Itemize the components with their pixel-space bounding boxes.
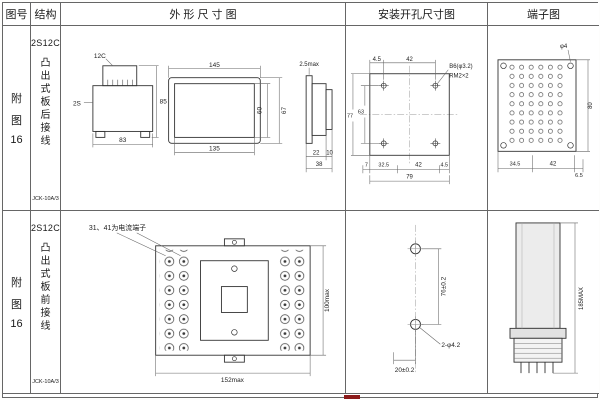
relay-profile-view bbox=[305, 75, 333, 144]
hole-crosshairs bbox=[407, 240, 424, 333]
left-terminal-block bbox=[159, 249, 189, 351]
terminal-board-drawing: φ4 34.5 42 6.5 80 bbox=[497, 44, 594, 179]
footer-stamp bbox=[344, 395, 360, 399]
outline-front-drawing: 31、41为电流端子 100max 152max bbox=[89, 223, 331, 384]
body-edge-lines bbox=[521, 222, 555, 329]
dimension-lines bbox=[393, 248, 442, 365]
fig-number: 16 bbox=[10, 134, 23, 146]
fig-number: 16 bbox=[10, 318, 23, 330]
centerlines bbox=[359, 65, 460, 166]
dim-total-height: 185MAX bbox=[579, 287, 585, 310]
terminal-board bbox=[497, 59, 577, 152]
relay-front-view bbox=[168, 77, 261, 144]
mounting-drawing-front: 76±0.2 2-φ4.2 20±0.2 bbox=[393, 224, 461, 374]
dim-height-outer: 77 bbox=[347, 113, 353, 119]
panel-cutout bbox=[369, 73, 450, 156]
dim-front-outer-w: 145 bbox=[209, 62, 220, 69]
header-terminal: 端子图 bbox=[488, 3, 599, 26]
header-mounting-label: 安装开孔尺寸图 bbox=[378, 9, 455, 21]
structure-cell-row2: 2S12C 凸出式板前接线 JCK-10A/3 bbox=[31, 211, 61, 394]
dim-height-inner: 63 bbox=[358, 110, 364, 116]
relay-side-profile-drawing: 185MAX bbox=[509, 222, 585, 374]
current-terminal-note: 31、41为电流端子 bbox=[89, 223, 146, 232]
right-terminal-block bbox=[277, 249, 307, 351]
dim-side-total: 38 bbox=[316, 162, 323, 168]
dim-front-inner-h: 60 bbox=[256, 107, 263, 115]
header-outline: 外 形 尺 寸 图 bbox=[61, 3, 346, 26]
series-label: JCK-10A/3 bbox=[32, 379, 59, 385]
dim-connector: 12C bbox=[94, 53, 106, 60]
terminal-cell-row1: φ4 34.5 42 6.5 80 bbox=[488, 26, 599, 211]
dim-bottom-total: 79 bbox=[406, 175, 413, 181]
screw-holes bbox=[231, 239, 238, 362]
dimension-lines bbox=[497, 49, 590, 173]
dim-bottom-d1: 7 bbox=[365, 163, 368, 169]
fig-char: 附 bbox=[11, 277, 22, 289]
dim-front-inner-w: 135 bbox=[209, 145, 220, 152]
model-label: 2S12C bbox=[31, 223, 61, 233]
dim-bottom-d2: 42 bbox=[550, 162, 557, 168]
structure-cell-row1: 2S12C 凸出式板后接线 JCK-10A/3 bbox=[31, 26, 61, 211]
series-label: JCK-10A/3 bbox=[32, 196, 59, 202]
dim-top-d2: 42 bbox=[406, 57, 413, 63]
dimension-lines bbox=[83, 58, 333, 173]
relay-rear-side-view bbox=[92, 65, 154, 138]
hole-spec-label: 2-φ4.2 bbox=[441, 342, 460, 349]
mounting-hole-marks bbox=[378, 80, 441, 149]
dim-bottom-d1: 34.5 bbox=[510, 162, 521, 168]
header-structure: 结构 bbox=[31, 3, 61, 26]
outline-cell-row2: 31、41为电流端子 100max 152max bbox=[61, 211, 346, 394]
mounting-cell-row1: 4.5 42 B6(φ3.2) RM2×2 77 63 7 32.5 42 4.… bbox=[346, 26, 488, 211]
terminal-block-hatch bbox=[514, 343, 562, 359]
header-outline-label: 外 形 尺 寸 图 bbox=[169, 9, 237, 21]
thread-spec-label: RM2×2 bbox=[449, 74, 469, 80]
header-structure-label: 结构 bbox=[34, 9, 57, 21]
dim-front-outer-h: 67 bbox=[281, 107, 288, 115]
mounting-drawing-rear: 4.5 42 B6(φ3.2) RM2×2 77 63 7 32.5 42 4.… bbox=[347, 57, 473, 185]
header-mounting: 安装开孔尺寸图 bbox=[346, 3, 488, 26]
dim-width: 152max bbox=[221, 377, 245, 384]
fig-char: 图 bbox=[11, 299, 22, 311]
dim-bottom-d2: 32.5 bbox=[378, 163, 389, 169]
hole-spec-label: B6(φ3.2) bbox=[449, 64, 472, 70]
dim-side-d1: 22 bbox=[313, 150, 320, 156]
terminal-cell-row2: 185MAX bbox=[488, 211, 599, 394]
dim-height: 85 bbox=[160, 99, 168, 106]
fig-char: 附 bbox=[11, 93, 22, 105]
terminal-grid bbox=[508, 63, 566, 147]
header-terminal-label: 端子图 bbox=[527, 9, 560, 21]
model-label: 2S12C bbox=[31, 38, 61, 48]
dim-bottom-d4: 4.5 bbox=[441, 163, 449, 169]
dim-hole-label: φ4 bbox=[560, 44, 568, 50]
dim-bottom-d3: 42 bbox=[415, 163, 422, 169]
fig-no-cell-row1: 附 图 16 bbox=[3, 26, 31, 211]
header-fig-no-label: 图号 bbox=[5, 9, 28, 21]
dimension-lines bbox=[350, 59, 450, 185]
outline-cell-row1: 12C 2S 83 85 145 135 60 67 2.5max 22 10 … bbox=[61, 26, 346, 211]
dimension-lines bbox=[553, 222, 578, 374]
dim-height: 100max bbox=[324, 288, 331, 312]
dim-body: 2S bbox=[73, 101, 82, 108]
terminal-pins bbox=[520, 362, 554, 374]
dim-side: 80 bbox=[588, 102, 594, 109]
relay-front-wiring-view bbox=[155, 238, 311, 363]
fig-char: 图 bbox=[11, 115, 22, 127]
header-fig-no: 图号 bbox=[3, 3, 31, 26]
dim-offset: 20±0.2 bbox=[395, 367, 415, 374]
mounting-cell-row2: 76±0.2 2-φ4.2 20±0.2 bbox=[346, 211, 488, 394]
structure-desc: 凸出式板后接线 bbox=[40, 58, 51, 147]
outline-rear-drawing: 12C 2S 83 85 145 135 60 67 2.5max 22 10 … bbox=[73, 53, 334, 173]
dim-top-d1: 4.5 bbox=[373, 57, 382, 63]
relay-body-side-view bbox=[509, 222, 567, 363]
fig-no-cell-row2: 附 图 16 bbox=[3, 211, 31, 394]
dim-bottom-d3: 6.5 bbox=[575, 173, 583, 179]
dim-width: 83 bbox=[119, 137, 127, 144]
board-corner-holes bbox=[500, 62, 574, 149]
dim-side-d2: 10 bbox=[326, 150, 333, 156]
dimension-lines bbox=[116, 232, 327, 377]
structure-desc: 凸出式板前接线 bbox=[40, 243, 51, 332]
dim-side-gap: 2.5max bbox=[299, 62, 319, 68]
dim-hole-pitch: 76±0.2 bbox=[440, 276, 447, 296]
